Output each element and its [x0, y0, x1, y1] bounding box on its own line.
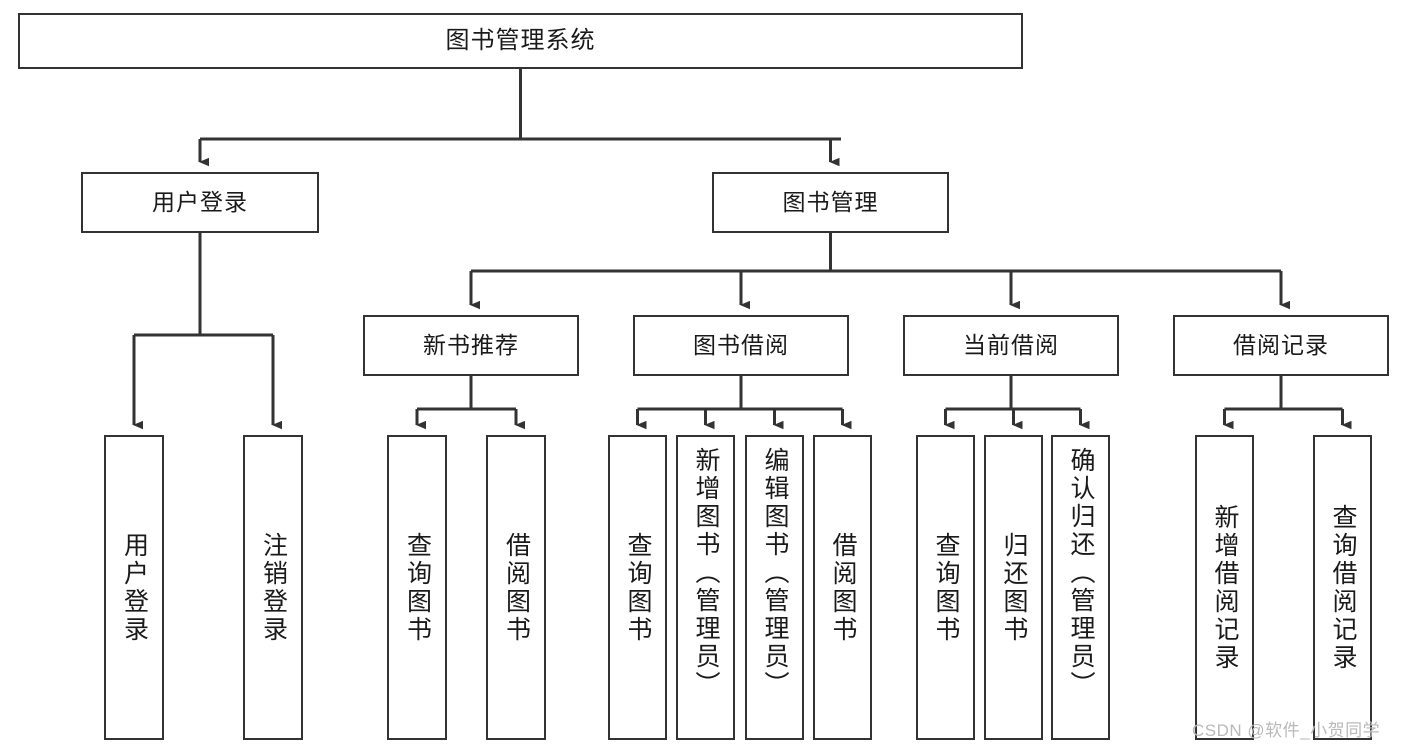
- node-leaf-add-book[interactable]: 新增图书（管理员）: [676, 435, 735, 740]
- node-leaf-return-book[interactable]: 归还图书: [984, 435, 1043, 740]
- node-leaf-borrow-book-2[interactable]: 借阅图书: [813, 435, 872, 740]
- node-leaf-add-record[interactable]: 新增借阅记录: [1195, 435, 1254, 740]
- node-book-borrow-label: 图书借阅: [693, 331, 789, 358]
- node-leaf-user-login-label: 用户登录: [120, 531, 149, 644]
- node-leaf-add-book-label: 新增图书（管理员）: [692, 447, 720, 699]
- node-leaf-borrow-book-2-label: 借阅图书: [829, 531, 857, 644]
- node-leaf-query-book-1[interactable]: 查询图书: [387, 435, 447, 740]
- node-leaf-user-login[interactable]: 用户登录: [104, 435, 164, 740]
- node-borrow-record-label: 借阅记录: [1233, 331, 1329, 358]
- node-book-manage-label: 图书管理: [782, 188, 879, 215]
- node-leaf-confirm-return[interactable]: 确认归还（管理员）: [1051, 435, 1110, 740]
- node-leaf-query-record-label: 查询借阅记录: [1329, 503, 1357, 672]
- node-leaf-query-book-2-label: 查询图书: [624, 531, 652, 644]
- node-new-book-recommend-label: 新书推荐: [423, 331, 519, 358]
- node-leaf-query-record[interactable]: 查询借阅记录: [1313, 435, 1372, 740]
- node-root[interactable]: 图书管理系统: [18, 13, 1023, 69]
- node-leaf-add-record-label: 新增借阅记录: [1211, 503, 1239, 672]
- node-leaf-logout-label: 注销登录: [259, 531, 288, 644]
- node-leaf-query-book-3-label: 查询图书: [932, 531, 960, 644]
- node-leaf-query-book-3[interactable]: 查询图书: [916, 435, 975, 740]
- node-borrow-record[interactable]: 借阅记录: [1173, 315, 1389, 376]
- node-book-borrow[interactable]: 图书借阅: [633, 315, 849, 376]
- node-book-manage[interactable]: 图书管理: [712, 172, 949, 233]
- node-leaf-edit-book[interactable]: 编辑图书（管理员）: [745, 435, 804, 740]
- node-leaf-borrow-book-1-label: 借阅图书: [502, 531, 531, 644]
- node-user-login[interactable]: 用户登录: [81, 172, 319, 233]
- node-leaf-confirm-return-label: 确认归还（管理员）: [1067, 447, 1095, 699]
- node-leaf-return-book-label: 归还图书: [1000, 531, 1028, 644]
- csdn-watermark: CSDN @软件_小贺同学: [1192, 721, 1381, 740]
- node-new-book-recommend[interactable]: 新书推荐: [363, 315, 579, 376]
- node-leaf-query-book-2[interactable]: 查询图书: [608, 435, 667, 740]
- node-leaf-edit-book-label: 编辑图书（管理员）: [761, 447, 789, 699]
- node-current-borrow-label: 当前借阅: [963, 331, 1059, 358]
- node-leaf-borrow-book-1[interactable]: 借阅图书: [486, 435, 546, 740]
- node-current-borrow[interactable]: 当前借阅: [903, 315, 1119, 376]
- node-user-login-label: 用户登录: [152, 188, 248, 215]
- node-leaf-query-book-1-label: 查询图书: [403, 531, 432, 644]
- node-root-label: 图书管理系统: [445, 26, 596, 54]
- node-leaf-logout[interactable]: 注销登录: [243, 435, 303, 740]
